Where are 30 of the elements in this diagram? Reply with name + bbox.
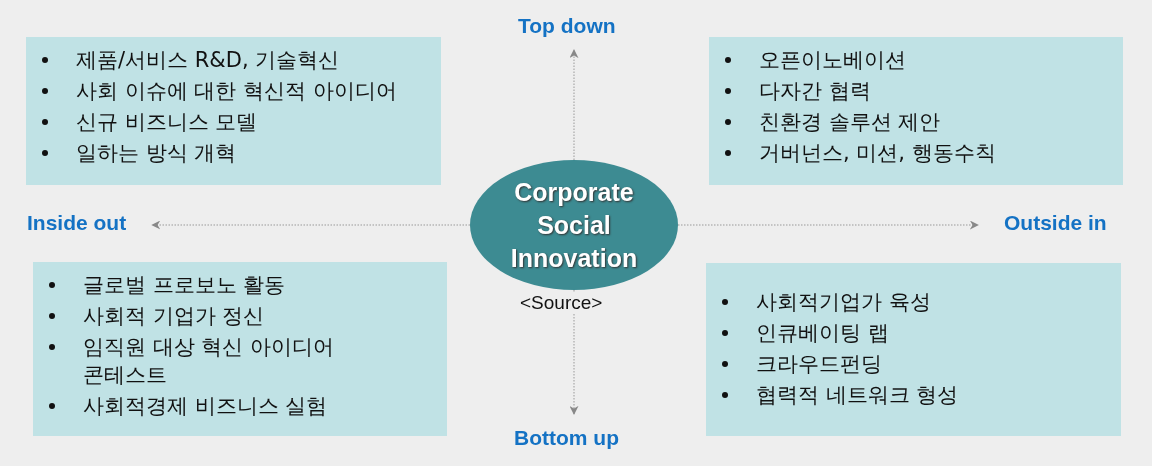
list-box bbox=[33, 262, 447, 436]
list-item: 친환경 솔루션 제안 bbox=[759, 109, 941, 136]
list-box bbox=[26, 37, 441, 185]
list-item: 사회적기업가 육성 bbox=[756, 289, 931, 316]
list-item: 협력적 네트워크 형성 bbox=[756, 382, 959, 409]
list-item: 제품/서비스 R&D, 기술혁신 bbox=[76, 47, 340, 74]
axis-label: Outside in bbox=[1004, 211, 1107, 235]
list-item: 크라우드펀딩 bbox=[756, 351, 882, 378]
arrow bbox=[569, 49, 579, 161]
list-item: 일하는 방식 개혁 bbox=[76, 140, 237, 167]
center-title: Corporate Social Innovation bbox=[509, 176, 639, 274]
list-item: 글로벌 프로보노 활동 bbox=[83, 272, 286, 299]
axis-label: Bottom up bbox=[514, 426, 619, 450]
list-item: 임직원 대상 혁신 아이디어 콘테스트 bbox=[83, 334, 336, 389]
list-box bbox=[706, 263, 1121, 436]
arrow bbox=[151, 220, 471, 230]
list-item: 인큐베이팅 랩 bbox=[756, 320, 889, 347]
axis-label: Top down bbox=[518, 14, 616, 38]
list-item: 오픈이노베이션 bbox=[759, 47, 906, 74]
arrow bbox=[569, 289, 579, 415]
list-item: 다자간 협력 bbox=[759, 78, 871, 105]
list-item: 사회 이슈에 대한 혁신적 아이디어 bbox=[76, 78, 397, 105]
list-item: 거버넌스, 미션, 행동수칙 bbox=[759, 140, 996, 167]
list-item: 신규 비즈니스 모델 bbox=[76, 109, 258, 136]
arrow bbox=[677, 220, 979, 230]
list-box bbox=[709, 37, 1123, 185]
source-note: <Source> bbox=[520, 292, 603, 314]
axis-label: Inside out bbox=[27, 211, 127, 235]
list-item: 사회적경제 비즈니스 실험 bbox=[83, 393, 328, 420]
list-item: 사회적 기업가 정신 bbox=[83, 303, 265, 330]
